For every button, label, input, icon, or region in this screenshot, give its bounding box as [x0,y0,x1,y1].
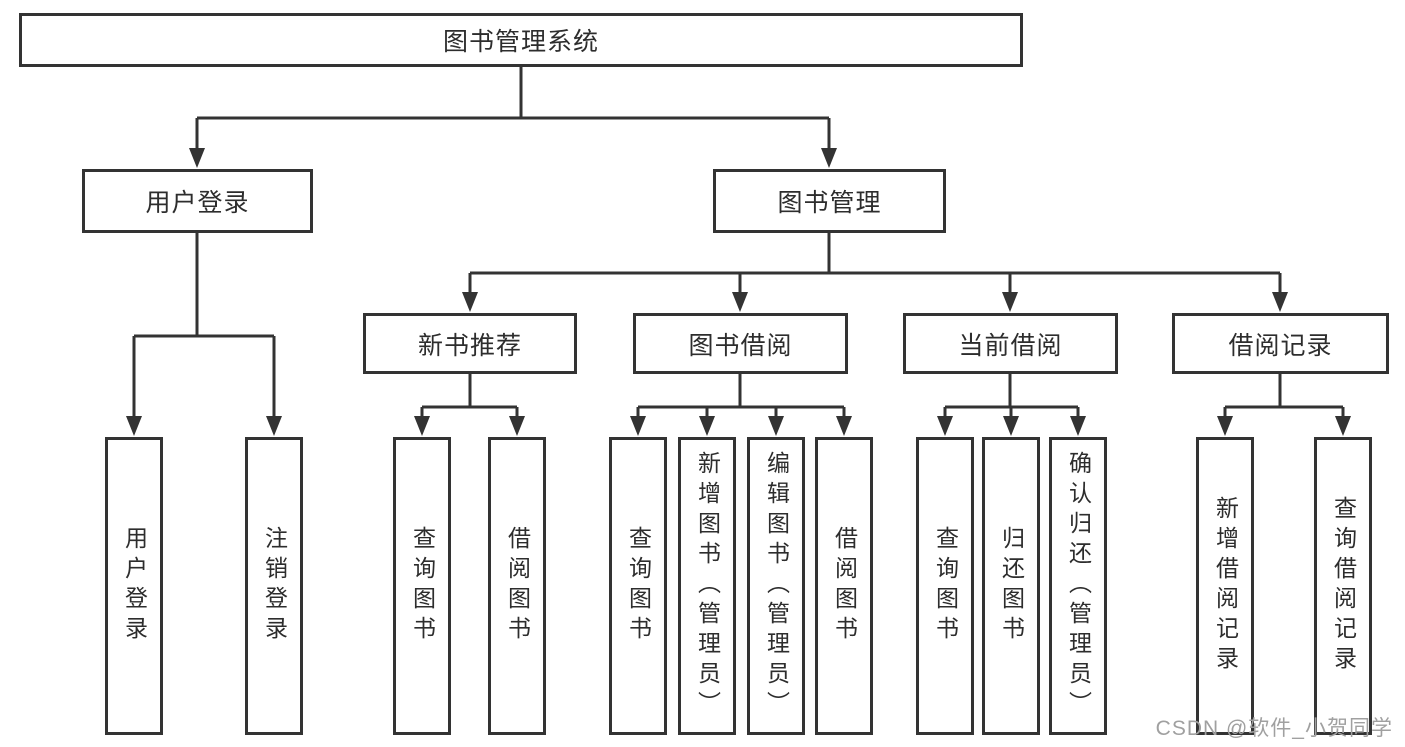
leaf-records-query-record: 查询借阅记录 [1314,437,1372,735]
leaf-borrowing-add-book-admin: 新增图书（管理员） [678,437,736,735]
node-new-book-recommend: 新书推荐 [363,313,577,374]
node-user-login: 用户登录 [82,169,313,233]
leaf-recommend-borrow-book: 借阅图书 [488,437,546,735]
node-root-system: 图书管理系统 [19,13,1023,67]
csdn-watermark: CSDN @软件_小贺同学 [1155,717,1393,740]
leaf-current-return-book: 归还图书 [982,437,1040,735]
node-book-management: 图书管理 [713,169,946,233]
leaf-borrowing-edit-book-admin: 编辑图书（管理员） [747,437,805,735]
leaf-current-confirm-return-admin: 确认归还（管理员） [1049,437,1107,735]
arrowheads [126,148,1351,436]
leaf-borrowing-query-book: 查询图书 [609,437,667,735]
leaf-user-login: 用户登录 [105,437,163,735]
leaf-current-query-book: 查询图书 [916,437,974,735]
leaf-logout: 注销登录 [245,437,303,735]
leaf-borrowing-borrow-book: 借阅图书 [815,437,873,735]
leaf-records-add-record: 新增借阅记录 [1196,437,1254,735]
node-book-borrowing: 图书借阅 [633,313,848,374]
node-current-borrowing: 当前借阅 [903,313,1118,374]
leaf-recommend-query-book: 查询图书 [393,437,451,735]
node-borrow-records: 借阅记录 [1172,313,1389,374]
